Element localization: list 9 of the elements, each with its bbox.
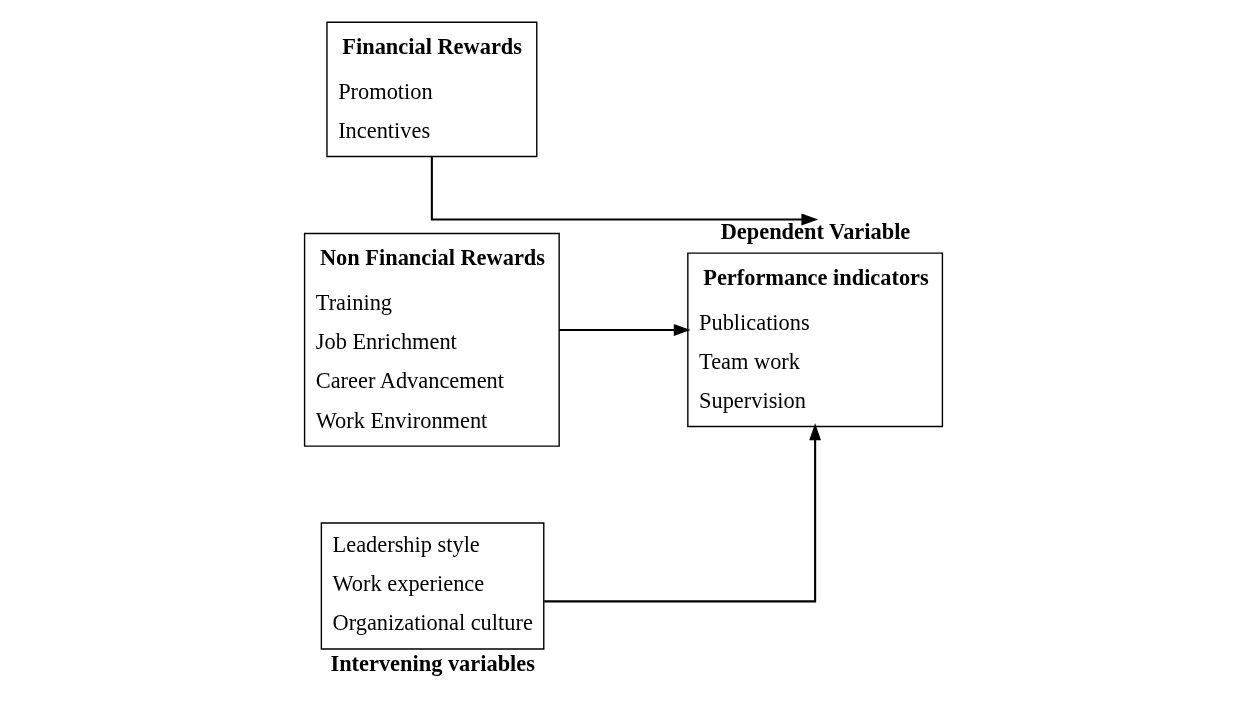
node-label: Intervening variables xyxy=(330,651,535,677)
node-box: Non Financial Rewards Training Job Enrichment Career Advancement Work Environment xyxy=(303,232,560,447)
arrow xyxy=(430,156,819,226)
node-box: Financial Rewards Promotion Incentives xyxy=(326,21,538,158)
arrow xyxy=(559,324,691,336)
node-box: Performance indicators Publications Team work Supervision xyxy=(687,252,944,428)
node-box: Leadership style Work experience Organizational culture xyxy=(320,522,545,650)
arrow xyxy=(544,423,822,603)
node-label: Dependent Variable xyxy=(720,218,911,244)
